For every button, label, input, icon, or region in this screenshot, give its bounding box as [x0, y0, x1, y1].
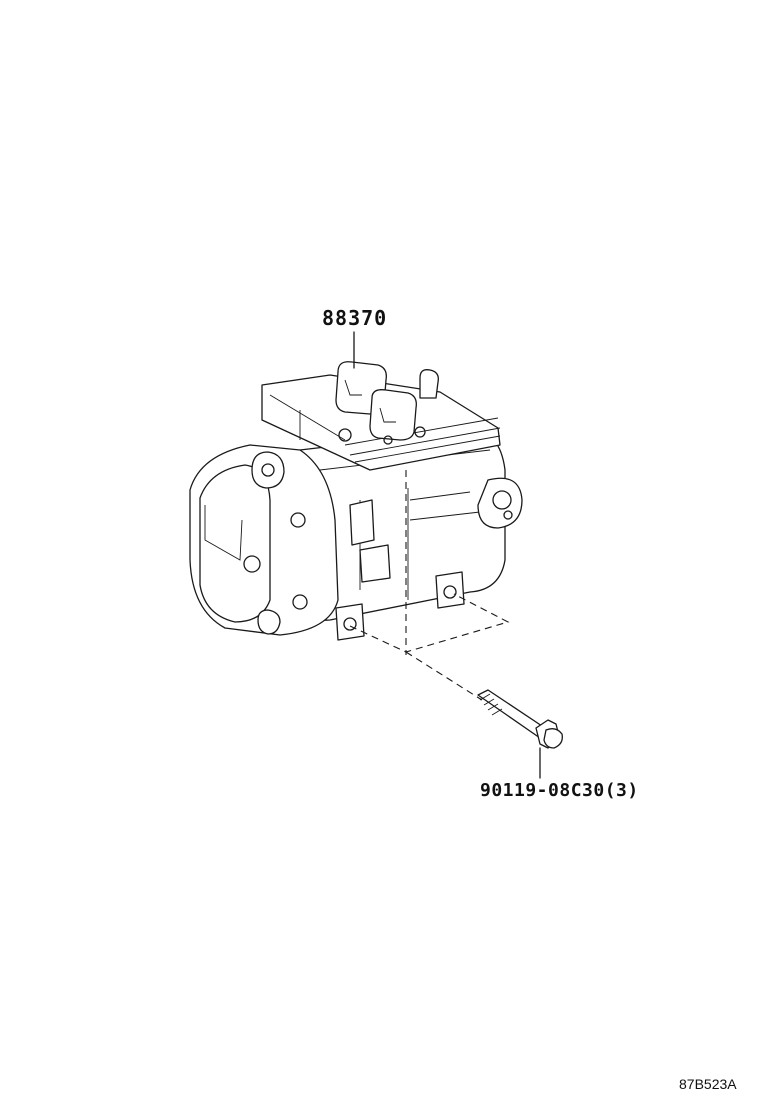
bolt-quantity: (3) — [604, 780, 639, 801]
bolt-illustration — [477, 689, 563, 749]
bolt-callout: 90119-08C30(3) — [480, 780, 639, 801]
alignment-dashes — [349, 470, 510, 701]
bolt-part-number: 90119-08C30 — [480, 780, 605, 801]
figure-code: 87B523A — [679, 1076, 737, 1092]
compressor-illustration — [189, 361, 523, 641]
compressor-part-number: 88370 — [322, 306, 388, 330]
leader-lines — [353, 331, 541, 779]
